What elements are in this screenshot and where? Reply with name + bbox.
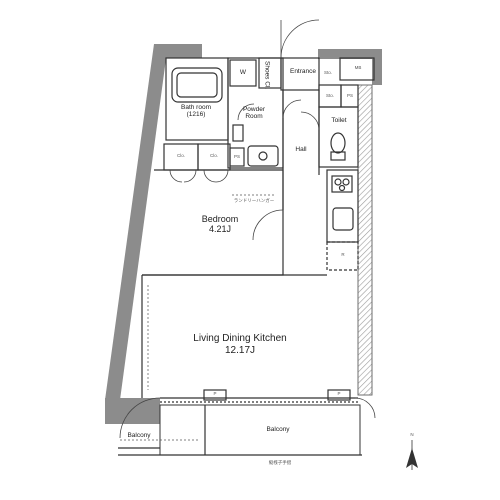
label-north: N — [410, 432, 414, 437]
bedroom-name: Bedroom — [201, 214, 239, 224]
bedroom-size: 4.21J — [208, 224, 232, 235]
label-toilet: Toilet — [331, 117, 347, 124]
label-ldk: Living Dining Kitchen 12.17J — [180, 333, 300, 356]
north-compass-icon — [406, 440, 418, 470]
label-washer: W — [239, 69, 247, 76]
label-bedroom: Bedroom 4.21J — [190, 214, 250, 235]
dashed-lines — [120, 194, 275, 441]
label-hall: Hall — [295, 146, 307, 153]
ldk-size: 12.17J — [224, 344, 256, 356]
interior-walls — [118, 57, 375, 456]
door-swings — [119, 19, 376, 439]
label-hall-ps: PS — [346, 93, 353, 98]
label-evac-ladder: 縦桟子手摺 — [268, 460, 292, 465]
label-closet-2: Clo. — [209, 153, 218, 158]
label-hall-storage: Sto. — [325, 93, 334, 98]
label-closet-1: Clo. — [176, 153, 185, 158]
bathroom-name: Bath room — [181, 104, 211, 111]
label-shoes-closet: Shoes Cl. — [263, 61, 271, 90]
label-balcony-left: Balcony — [127, 432, 151, 439]
label-bathroom: Bath room (1216) — [176, 104, 216, 119]
label-entrance: Entrance — [289, 68, 317, 75]
label-powder-ps: PS — [233, 154, 240, 159]
label-balcony-main: Balcony — [266, 426, 290, 433]
label-refrigerator: R — [341, 252, 345, 257]
label-mb: MB — [354, 65, 362, 70]
label-p-right: P — [337, 391, 341, 396]
label-laundry-hanger: ランドリーハンガー — [233, 198, 275, 203]
ldk-name: Living Dining Kitchen — [193, 333, 287, 344]
label-powder-room: Powder Room — [242, 106, 266, 121]
bathroom-size: (1216) — [186, 111, 206, 119]
label-p-left: P — [213, 391, 217, 396]
label-entrance-storage: Sto. — [323, 70, 332, 75]
